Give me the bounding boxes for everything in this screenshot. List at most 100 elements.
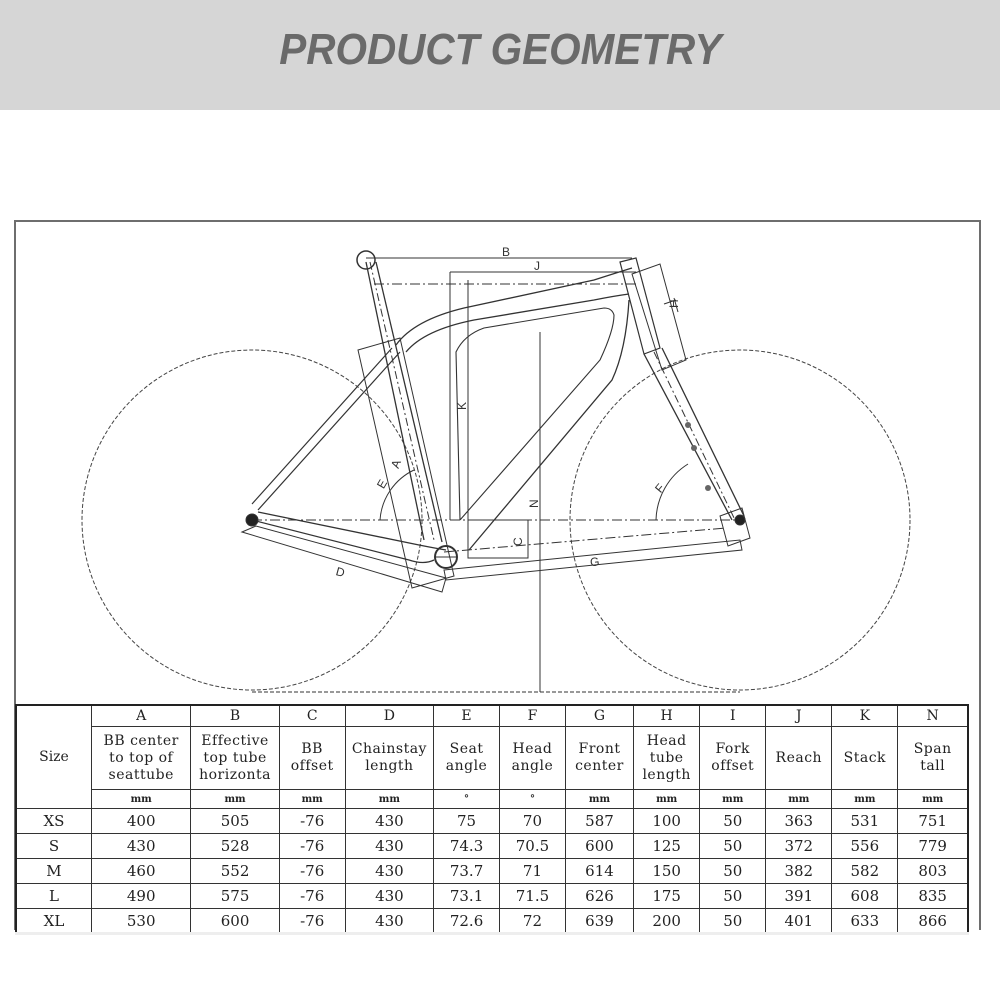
unit: mm [699,789,767,809]
value-cell: 73.1 [433,883,500,909]
label-A: A [388,458,404,470]
value-cell: 72 [499,908,566,935]
value-cell: 490 [90,883,192,909]
unit: mm [765,789,833,809]
value-cell: 639 [564,908,635,935]
value-cell: 556 [831,833,899,859]
label-H: H [667,299,681,308]
size-cell: L [15,883,92,909]
col-letter: N [897,704,969,727]
value-cell: 626 [564,883,635,909]
value-cell: 530 [90,908,192,935]
unit: mm [278,789,346,809]
value-cell: 125 [633,833,701,859]
col-letter: K [831,704,899,727]
value-cell: 430 [344,883,435,909]
value-cell: 50 [699,808,767,834]
value-cell: 50 [699,908,767,935]
value-cell: 751 [897,808,969,834]
value-cell: -76 [278,858,346,884]
value-cell: -76 [278,908,346,935]
value-cell: 150 [633,858,701,884]
header-banner: PRODUCT GEOMETRY [0,0,1000,110]
col-name-reach: Reach [765,726,833,790]
value-cell: 70 [499,808,566,834]
col-letter: B [190,704,280,727]
value-cell: 866 [897,908,969,935]
value-cell: 582 [831,858,899,884]
value-cell: 75 [433,808,500,834]
value-cell: 531 [831,808,899,834]
col-letter: I [699,704,767,727]
unit: ° [433,789,500,809]
value-cell: 400 [90,808,192,834]
unit: mm [831,789,899,809]
value-cell: 175 [633,883,701,909]
value-cell: 372 [765,833,833,859]
size-cell: S [15,833,92,859]
col-letter: A [90,704,192,727]
value-cell: 600 [190,908,280,935]
unit: mm [897,789,969,809]
value-cell: 382 [765,858,833,884]
value-cell: 70.5 [499,833,566,859]
value-cell: 614 [564,858,635,884]
label-K: K [455,402,469,410]
label-F: F [652,481,667,496]
bike-geometry-diagram: B J K N A E C D G F H [81,245,911,693]
unit: mm [190,789,280,809]
size-cell: M [15,858,92,884]
col-letter: H [633,704,701,727]
value-cell: 460 [90,858,192,884]
col-name-stack: Stack [831,726,899,790]
unit: mm [90,789,192,809]
col-letter: J [765,704,833,727]
letter-header-row: Size A B C D E F G H I J K N [15,704,969,809]
value-cell: 391 [765,883,833,909]
size-cell: XL [15,908,92,935]
value-cell: 835 [897,883,969,909]
value-cell: 600 [564,833,635,859]
value-cell: 803 [897,858,969,884]
value-cell: 779 [897,833,969,859]
value-cell: 73.7 [433,858,500,884]
value-cell: 430 [344,908,435,935]
value-cell: 528 [190,833,280,859]
value-cell: 50 [699,858,767,884]
value-cell: 430 [344,833,435,859]
col-letter: G [564,704,635,727]
label-C: C [511,537,525,546]
value-cell: 430 [344,858,435,884]
value-cell: 552 [190,858,280,884]
value-cell: 100 [633,808,701,834]
col-letter: D [344,704,435,727]
label-G: G [589,554,600,569]
value-cell: -76 [278,883,346,909]
value-cell: 401 [765,908,833,935]
unit: ° [499,789,566,809]
figure-frame [14,220,981,930]
unit: mm [344,789,435,809]
unit-row: mm mm mm mm ° ° mm mm mm mm mm mm [16,789,969,809]
col-letter: F [499,704,566,727]
value-cell: 363 [765,808,833,834]
value-cell: -76 [278,833,346,859]
